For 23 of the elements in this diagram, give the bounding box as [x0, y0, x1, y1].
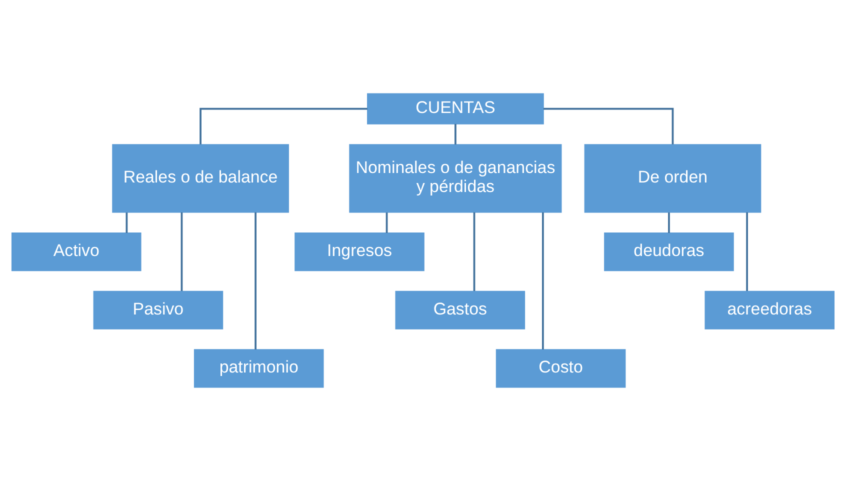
connector: [254, 212, 256, 349]
node-box: Reales o de balance: [112, 144, 289, 212]
node-box: De orden: [584, 144, 762, 212]
connector: [542, 212, 544, 349]
node-box: patrimonio: [194, 348, 324, 388]
connector: [200, 107, 368, 144]
connector: [668, 212, 670, 232]
node-box: Gastos: [395, 290, 526, 329]
node-box: deudoras: [604, 232, 734, 271]
node-box: CUENTAS: [367, 92, 544, 124]
connector: [386, 212, 388, 232]
node-box: Ingresos: [294, 232, 424, 271]
node-box: acreedoras: [704, 290, 835, 329]
connector: [473, 212, 476, 290]
connector: [746, 212, 748, 290]
connector: [180, 212, 183, 290]
node-box: Nominales o de ganancias y pérdidas: [349, 144, 562, 212]
connector: [126, 212, 128, 232]
connector: [454, 123, 456, 144]
connector: [544, 107, 674, 144]
node-box: Costo: [496, 348, 626, 388]
node-box: Pasivo: [93, 290, 224, 329]
node-box: Activo: [11, 232, 142, 271]
